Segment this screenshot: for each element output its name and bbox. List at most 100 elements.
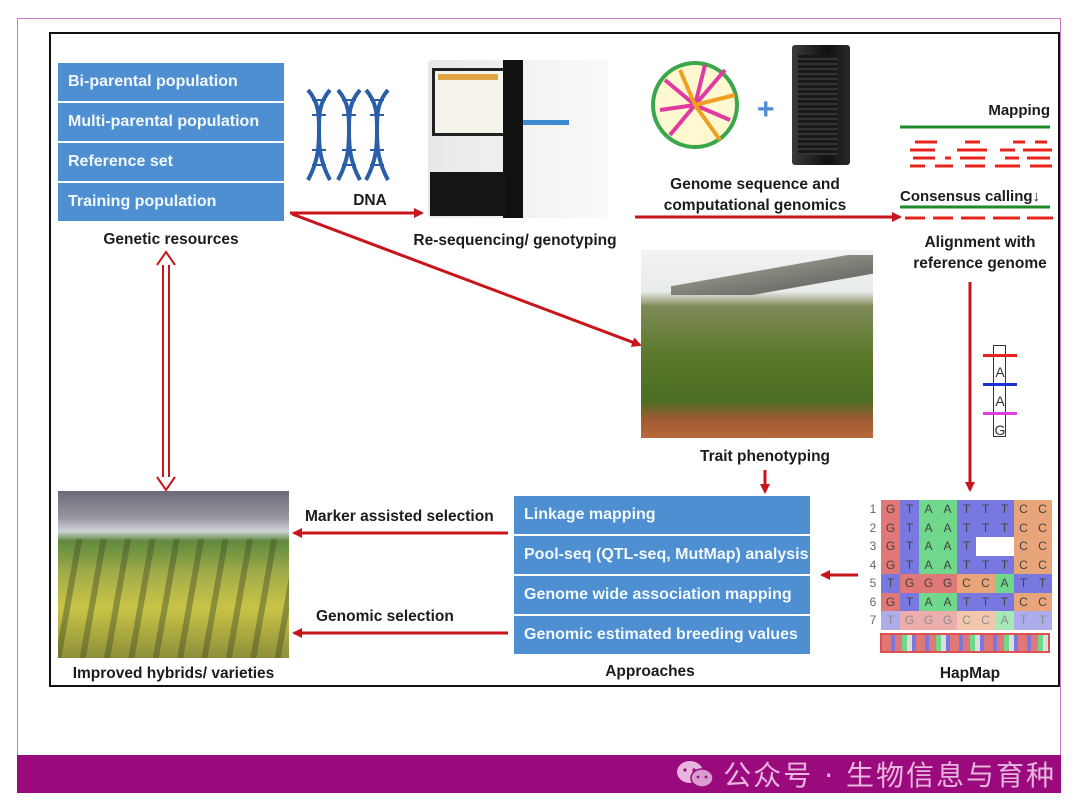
genome-caption: Genome sequence and computational genomi… [650,174,860,216]
hapmap-cell: A [995,574,1014,593]
hapmap-cell: C [1014,518,1033,537]
circos-plot-icon [651,61,739,149]
dna-helix-icon [306,88,390,181]
approaches-caption: Approaches [605,663,695,680]
hapmap-cell: G [919,574,938,593]
hapmap-cell: T [976,518,995,537]
hapmap-cell: T [1014,574,1033,593]
hapmap-cell: T [957,537,976,556]
hapmap-cell: C [1014,592,1033,611]
approach-item: Genomic estimated breeding values [514,616,810,654]
hapmap-cell: G [938,611,957,630]
hapmap-cell [995,537,1014,556]
snp-allele: A [995,393,1005,409]
snp-allele: G [994,422,1006,438]
genetic-resource-item: Bi-parental population [58,63,284,101]
hapmap-row-number: 5 [869,576,877,590]
hapmap-row-number: 2 [869,520,877,535]
plus-icon: + [757,93,775,126]
alignment-caption-line1: Alignment with [924,234,1036,251]
hapmap-cell: T [976,500,995,519]
hapmap-cell: T [900,592,919,611]
hapmap-cell: G [881,555,900,574]
hapmap-cell: G [900,611,919,630]
hapmap-cell: T [995,500,1014,519]
hapmap-cell: C [1014,500,1033,519]
approaches-list: Linkage mapping Pool-seq (QTL-seq, MutMa… [514,496,810,654]
hapmap-row-number: 1 [869,502,877,516]
server-computer-image [792,45,850,165]
watermark: 公众号 · 生物信息与育种 [675,758,1056,792]
hapmap-cell: T [957,518,976,537]
hapmap-row-number: 6 [869,594,877,609]
hapmap-cell: T [881,574,900,593]
hapmap-row-number: 3 [869,539,877,553]
dna-label: DNA [353,192,387,209]
trait-phenotyping-photo [641,250,873,438]
marker-assisted-selection-label: Marker assisted selection [305,508,494,525]
approach-item: Linkage mapping [514,496,810,534]
snp-alleles: A A G [993,358,1007,445]
hapmap-cell: C [1033,592,1052,611]
hapmap-cell: A [919,500,938,519]
genetic-resources-caption: Genetic resources [103,231,239,248]
slide-frame [17,18,1061,758]
hapmap-cell: T [900,555,919,574]
footer-bar [17,755,1061,793]
snp-allele: A [995,364,1005,380]
hapmap-cell: G [938,574,957,593]
hapmap-haplotype-bar [880,633,1050,653]
hapmap-cell: T [900,537,919,556]
genome-caption-line1: Genome sequence and [670,176,840,193]
hapmap-cell: C [1014,555,1033,574]
hapmap-cell: G [881,518,900,537]
genetic-resource-item: Multi-parental population [58,103,284,141]
hapmap-cell: T [957,592,976,611]
alignment-caption: Alignment with reference genome [905,232,1055,274]
hapmap-cell: A [919,537,938,556]
hapmap-cell: T [976,592,995,611]
hapmap-cell: T [976,555,995,574]
genetic-resource-item: Training population [58,183,284,221]
hapmap-cell: T [995,555,1014,574]
improved-hybrids-photo [58,491,289,658]
haplotype-line-blue [983,383,1017,386]
sequencer-image [428,60,608,220]
hapmap-cell: C [957,574,976,593]
genome-caption-line2: computational genomics [663,197,847,214]
hapmap-cell: A [938,555,957,574]
hapmap-caption: HapMap [939,665,1001,682]
consensus-calling-text: Consensus calling [900,188,1033,205]
sequencing-caption: Re-sequencing/ genotyping [413,232,617,249]
genetic-resources-list: Bi-parental population Multi-parental po… [58,63,284,221]
hapmap-cell: C [1014,537,1033,556]
hapmap-cell: C [1033,537,1052,556]
hapmap-cell: A [919,518,938,537]
hapmap-cell: A [938,592,957,611]
approach-item: Genome wide association mapping [514,576,810,614]
hapmap-cell: G [900,574,919,593]
down-arrow-icon: ↓ [1032,188,1041,205]
hapmap-cell: T [1014,611,1033,630]
hapmap-cell: C [976,574,995,593]
hapmap-cell: C [957,611,976,630]
consensus-calling-label: Consensus calling↓ [900,186,1040,207]
hapmap-cell: A [938,518,957,537]
wechat-icon [677,761,715,788]
hapmap-cell: A [938,537,957,556]
hapmap-cell: T [1033,574,1052,593]
haplotype-line-magenta [983,412,1017,415]
hapmap-cell: A [919,592,938,611]
hapmap-cell: A [938,500,957,519]
hapmap-cell: T [881,611,900,630]
hapmap-cell: T [900,518,919,537]
arrow-resources-to-phenotyping [291,212,642,347]
hapmap-cell: C [1033,518,1052,537]
hapmap-cell: A [919,555,938,574]
improved-caption: Improved hybrids/ varieties [72,665,275,682]
snp-allele-box [993,345,1006,437]
read-alignment-graphic [900,125,1053,220]
hapmap-cell: T [995,592,1014,611]
alignment-caption-line2: reference genome [913,255,1047,272]
